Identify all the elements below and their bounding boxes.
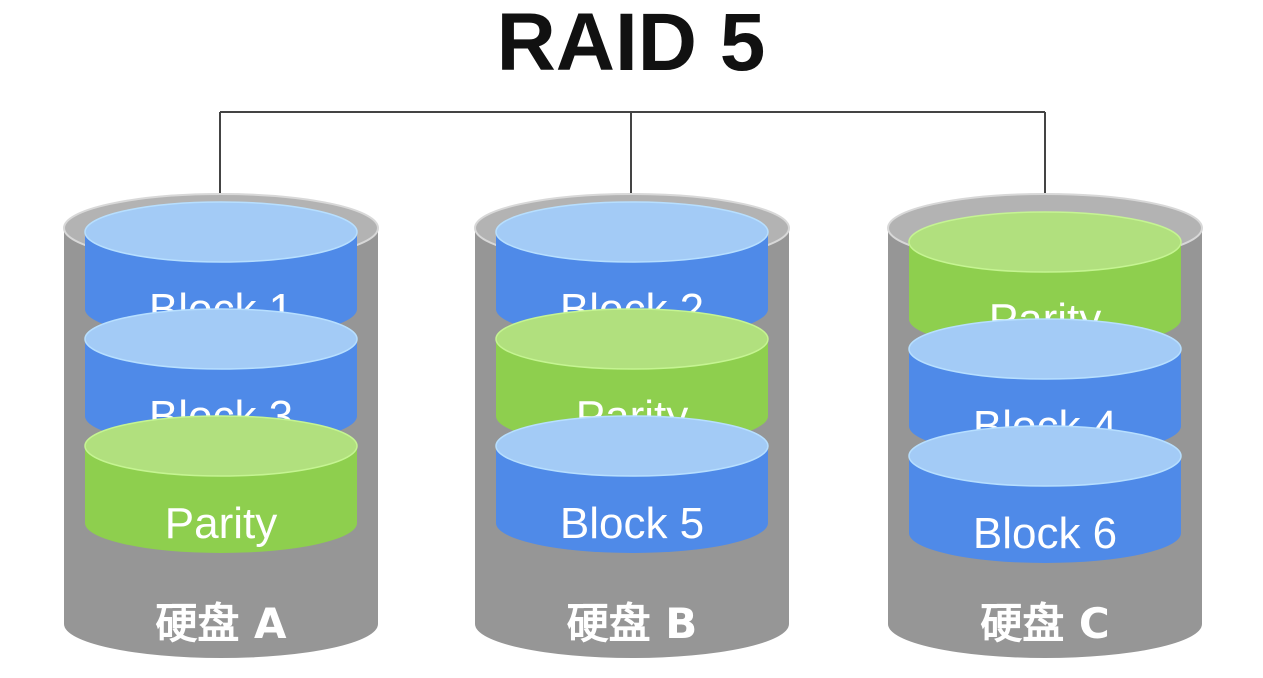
disk-b-block-3: Block 5 bbox=[495, 415, 769, 553]
disk-c-block-2-top bbox=[908, 318, 1182, 380]
disk-b-block-3-top bbox=[495, 415, 769, 477]
disk-b: Block 2 Parity Block 5 硬盘 B bbox=[474, 193, 790, 658]
disk-c: Parity Block 4 Block 6 硬盘 C bbox=[887, 193, 1203, 658]
disk-c-block-3-top bbox=[908, 425, 1182, 487]
disk-b-label: 硬盘 B bbox=[567, 599, 698, 648]
disk-b-block-3-label: Block 5 bbox=[560, 499, 704, 548]
disk-b-block-1-top bbox=[495, 201, 769, 263]
disk-a: Block 1 Block 3 Parity 硬盘 A bbox=[63, 193, 379, 658]
disk-a-block-3: Parity bbox=[84, 415, 358, 553]
disk-a-block-3-top bbox=[84, 415, 358, 477]
disk-b-block-2-top bbox=[495, 308, 769, 370]
disk-a-block-1-top bbox=[84, 201, 358, 263]
disk-c-label: 硬盘 C bbox=[980, 599, 1109, 648]
disk-c-block-3-label: Block 6 bbox=[973, 509, 1117, 558]
diagram-title: RAID 5 bbox=[497, 0, 766, 88]
disk-c-block-1-top bbox=[908, 211, 1182, 273]
disk-c-block-3: Block 6 bbox=[908, 425, 1182, 563]
disk-a-block-3-label: Parity bbox=[165, 499, 277, 548]
disk-a-label: 硬盘 A bbox=[155, 599, 287, 648]
disk-a-block-2-top bbox=[84, 308, 358, 370]
